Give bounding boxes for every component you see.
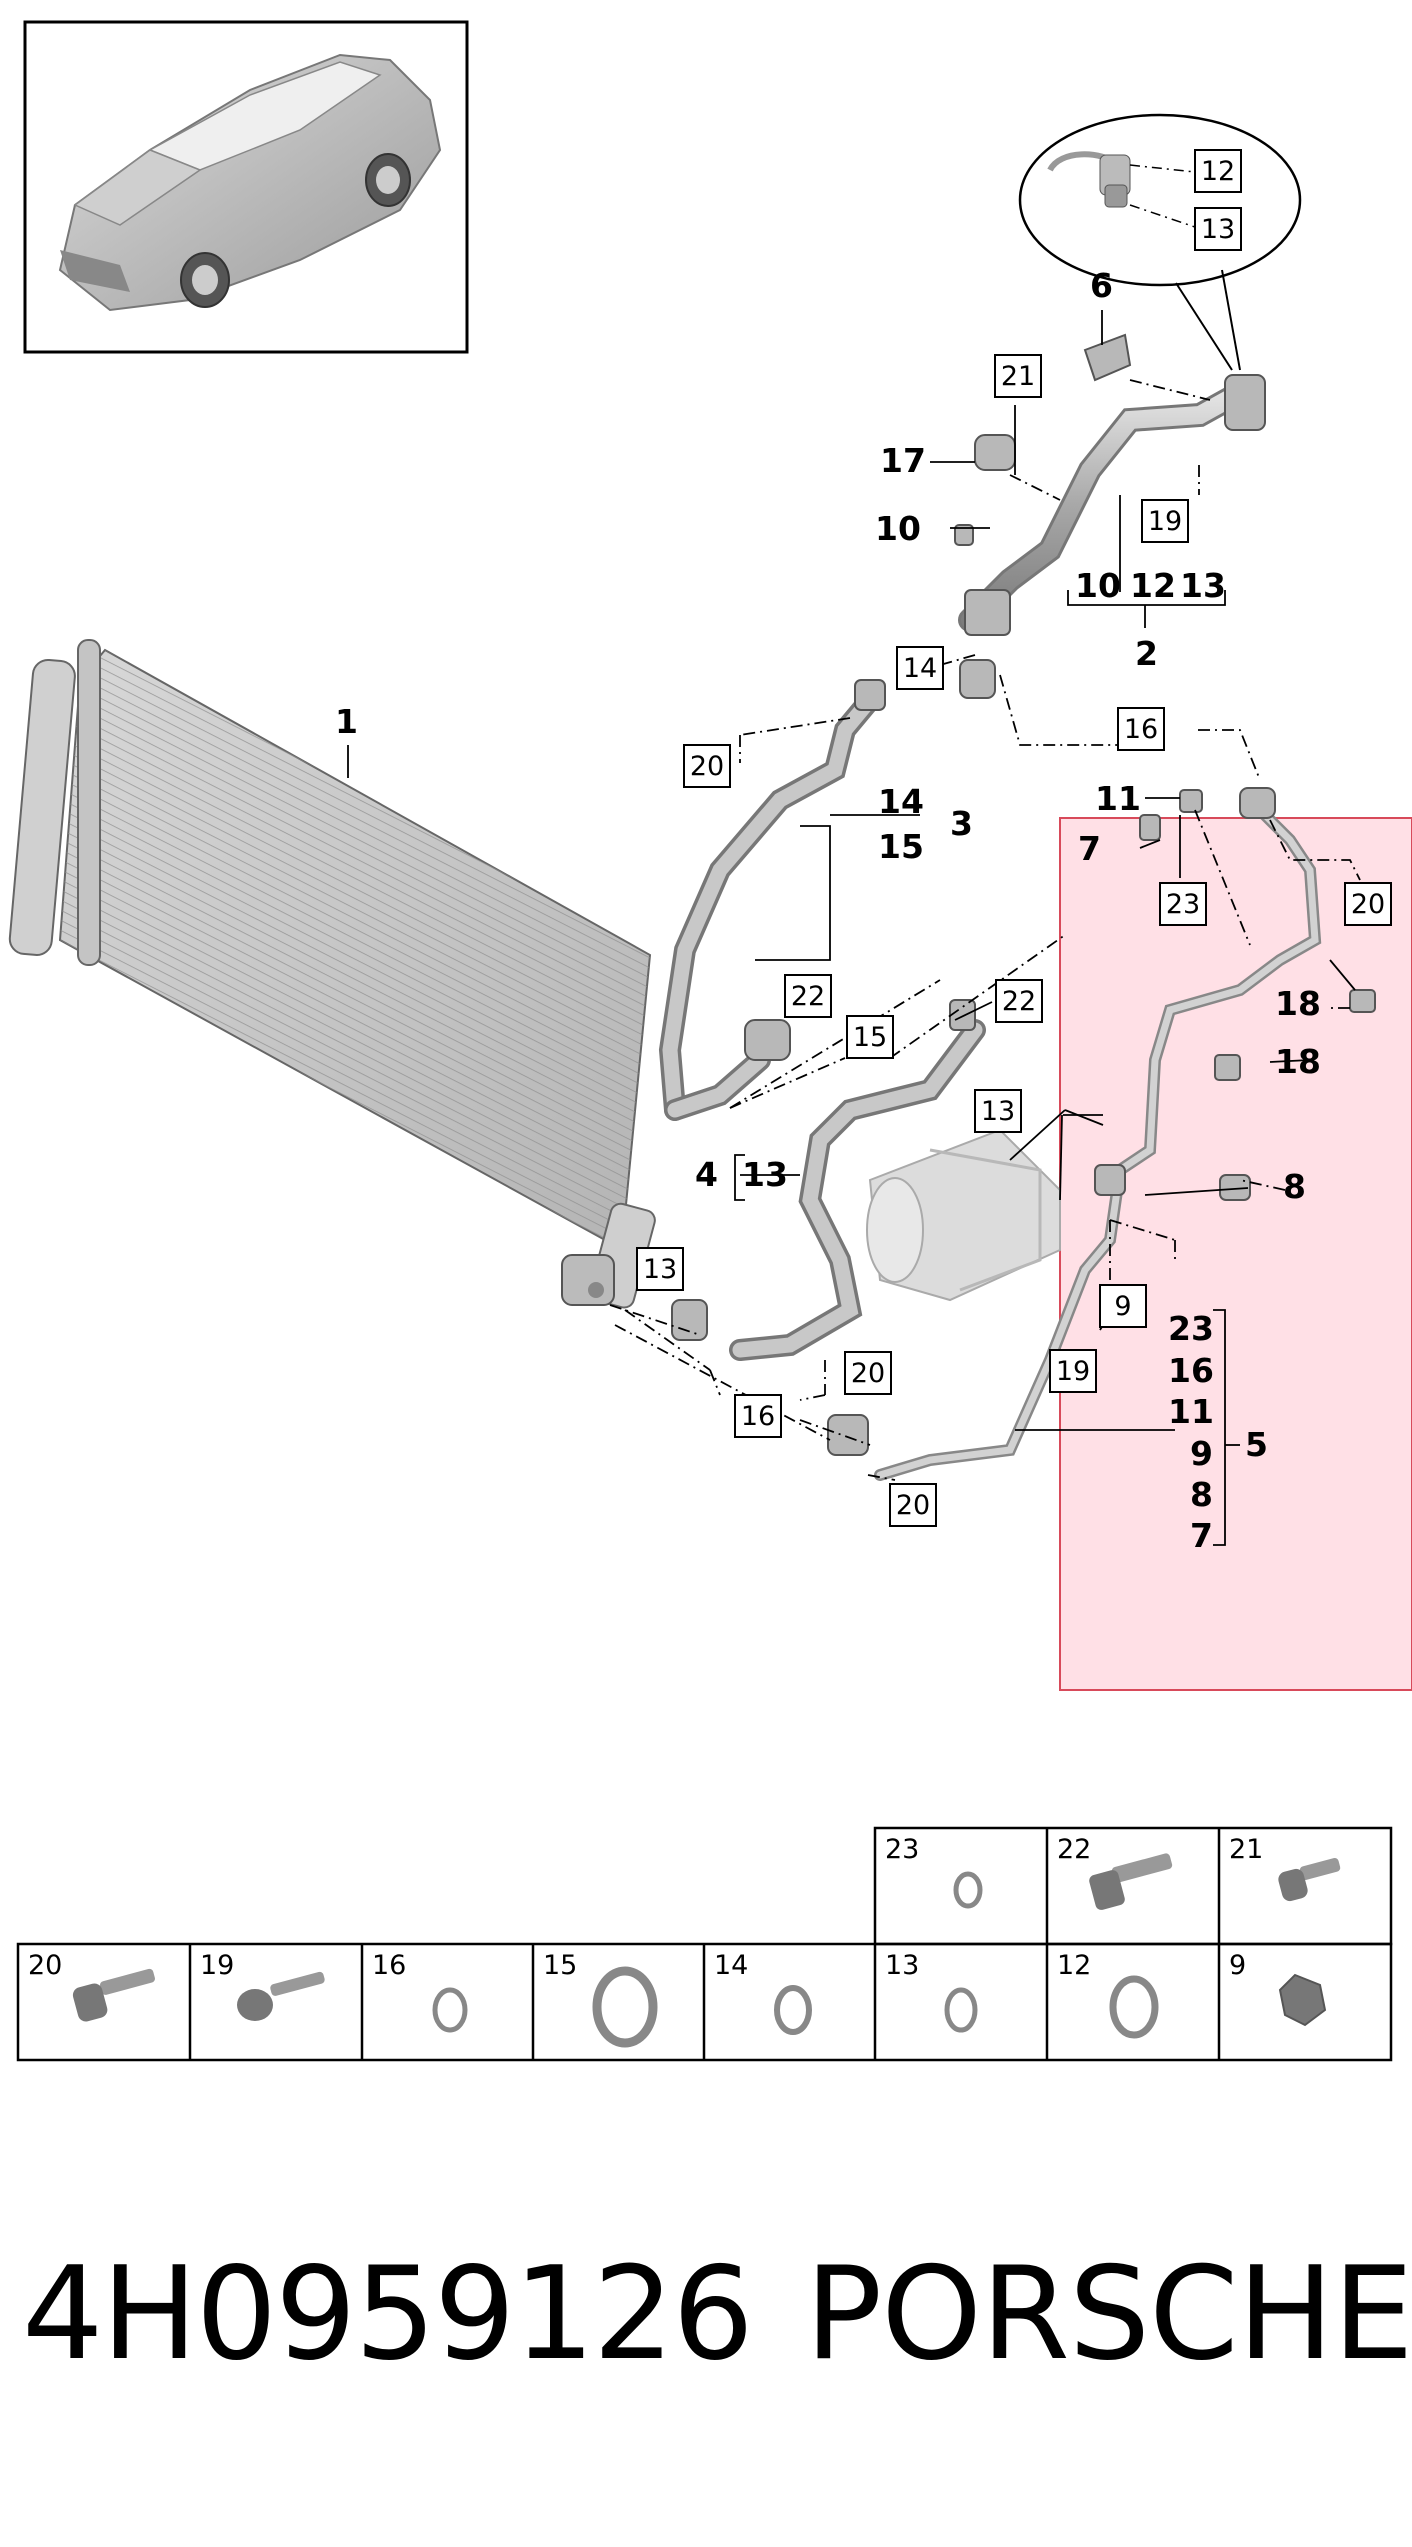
box-16-low: 16 (741, 1401, 775, 1432)
box-20-left: 20 (690, 751, 724, 782)
cell-20-label: 20 (28, 1950, 62, 1981)
bolt-icon (1278, 1857, 1341, 1902)
brand-name: PORSCHE (805, 2240, 1412, 2389)
box-22-a: 22 (791, 981, 825, 1012)
box-15: 15 (853, 1022, 887, 1053)
parts-table-labels: 23 22 21 20 19 16 15 14 13 12 9 (28, 1834, 1263, 1981)
o-ring-icon (1109, 1975, 1159, 2039)
vehicle-thumbnail (23, 20, 469, 354)
boxed-numbers: 12 13 21 19 14 16 20 23 20 22 22 15 13 1… (636, 149, 1392, 1527)
callout-3: 3 (950, 804, 973, 843)
fittings (671, 333, 1376, 1456)
bolt-icon (237, 1971, 325, 2021)
box-19-top: 19 (1148, 506, 1182, 537)
box-9: 9 (1114, 1291, 1131, 1322)
cell-13-label: 13 (885, 1950, 919, 1981)
cell-21-label: 21 (1229, 1834, 1263, 1865)
callout-numbers: 1 6 17 10 10 12 13 2 14 15 3 11 7 18 18 … (335, 266, 1321, 1555)
box-23: 23 (1166, 889, 1200, 920)
box-20-right: 20 (1351, 889, 1385, 920)
bolt-icon (72, 1968, 155, 2022)
cell-9-label: 9 (1229, 1950, 1246, 1981)
compressor (866, 1128, 1061, 1302)
callout-group5-7: 7 (1190, 1516, 1213, 1555)
callout-group2-10: 10 (1075, 566, 1121, 605)
cell-15-label: 15 (543, 1950, 577, 1981)
refrigerant-lines (658, 378, 1322, 1481)
callout-group3-15: 15 (878, 827, 924, 866)
condenser (8, 639, 656, 1309)
box-20-mid: 20 (851, 1358, 885, 1389)
o-ring-large-icon (592, 1966, 658, 2048)
parts-table (16, 1826, 1393, 2062)
callout-5: 5 (1245, 1425, 1268, 1464)
callout-group2-12: 12 (1130, 566, 1176, 605)
callout-8: 8 (1283, 1167, 1306, 1206)
box-13-condenser: 13 (643, 1254, 677, 1285)
highlighted-assembly-region (1059, 817, 1412, 1691)
bolt-icon (1089, 1853, 1173, 1910)
callout-group4-13: 13 (742, 1155, 788, 1194)
leader-lines (347, 310, 1361, 1546)
callout-2: 2 (1135, 634, 1158, 673)
box-13-mid: 13 (981, 1096, 1015, 1127)
detail-inset (1018, 113, 1302, 371)
callout-7: 7 (1078, 829, 1101, 868)
callout-18a: 18 (1275, 984, 1321, 1023)
callout-10: 10 (875, 509, 921, 548)
callout-6: 6 (1090, 266, 1113, 305)
box-12: 12 (1201, 156, 1235, 187)
o-ring-icon (774, 1985, 812, 2035)
cell-22-label: 22 (1057, 1834, 1091, 1865)
callout-group5-11: 11 (1168, 1392, 1214, 1431)
parts-table-icons (72, 1853, 1341, 2048)
cell-12-label: 12 (1057, 1950, 1091, 1981)
car-icon (58, 53, 442, 312)
box-13-top: 13 (1201, 214, 1235, 245)
cell-16-label: 16 (372, 1950, 406, 1981)
nut-icon (1278, 1973, 1327, 2027)
callout-group3-14: 14 (878, 782, 924, 821)
callout-4: 4 (695, 1155, 718, 1194)
callout-17: 17 (880, 441, 926, 480)
cell-14-label: 14 (714, 1950, 748, 1981)
callout-18b: 18 (1275, 1042, 1321, 1081)
box-20-low: 20 (896, 1490, 930, 1521)
cell-23-label: 23 (885, 1834, 919, 1865)
o-ring-small-icon (953, 1871, 983, 1909)
box-16-top: 16 (1124, 714, 1158, 745)
callout-1: 1 (335, 702, 358, 741)
callout-group2-13: 13 (1180, 566, 1226, 605)
o-ring-icon (432, 1987, 468, 2033)
box-14: 14 (903, 653, 937, 684)
part-number: 4H0959126 (22, 2240, 754, 2389)
footer: 4H0959126 PORSCHE (0, 2245, 1412, 2385)
box-19-red: 19 (1056, 1356, 1090, 1387)
box-21: 21 (1001, 361, 1035, 392)
callout-group5-8: 8 (1190, 1475, 1213, 1514)
box-22-b: 22 (1002, 986, 1036, 1017)
callout-group5-23: 23 (1168, 1309, 1214, 1348)
cell-19-label: 19 (200, 1950, 234, 1981)
callout-11: 11 (1095, 779, 1141, 818)
callout-group5-9: 9 (1190, 1434, 1213, 1473)
callout-group5-16: 16 (1168, 1351, 1214, 1390)
o-ring-icon (944, 1987, 978, 2033)
